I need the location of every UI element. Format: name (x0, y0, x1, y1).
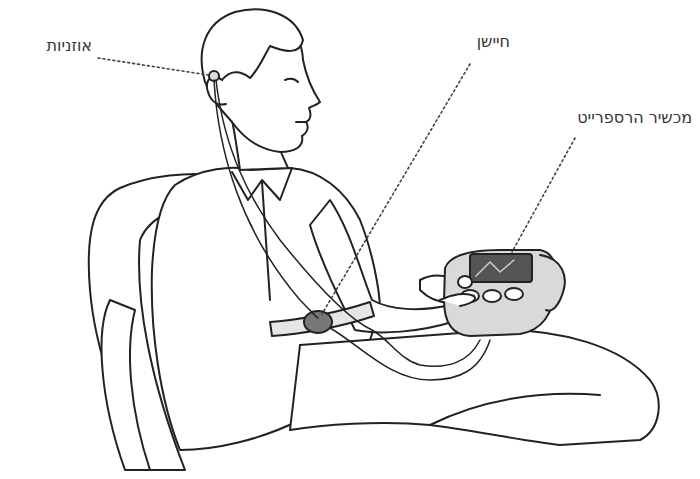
leader-line (322, 64, 470, 314)
leader-line (512, 138, 575, 252)
sensor-belt (270, 302, 374, 336)
device-button (458, 276, 472, 288)
screen-graphic (476, 260, 514, 276)
earphone-wire (214, 80, 318, 318)
resperate-device (444, 250, 556, 336)
device-button (505, 288, 523, 300)
part-label: חיישן (475, 32, 512, 52)
leader-line (98, 58, 208, 75)
device-handle (540, 255, 565, 311)
eye (285, 79, 298, 82)
part-label: אוזניות (45, 36, 94, 56)
part-label: מכשיר הרספרייט (575, 108, 694, 128)
finger (440, 294, 475, 306)
device-screen (470, 254, 532, 282)
mouth (296, 121, 306, 123)
trousers (290, 330, 659, 445)
earphone-wire (216, 80, 480, 366)
device-button (483, 290, 501, 302)
sensor (304, 311, 332, 333)
placket (262, 182, 270, 300)
hair (202, 9, 303, 87)
knee-line (430, 394, 600, 425)
armchair-arm (102, 300, 150, 470)
